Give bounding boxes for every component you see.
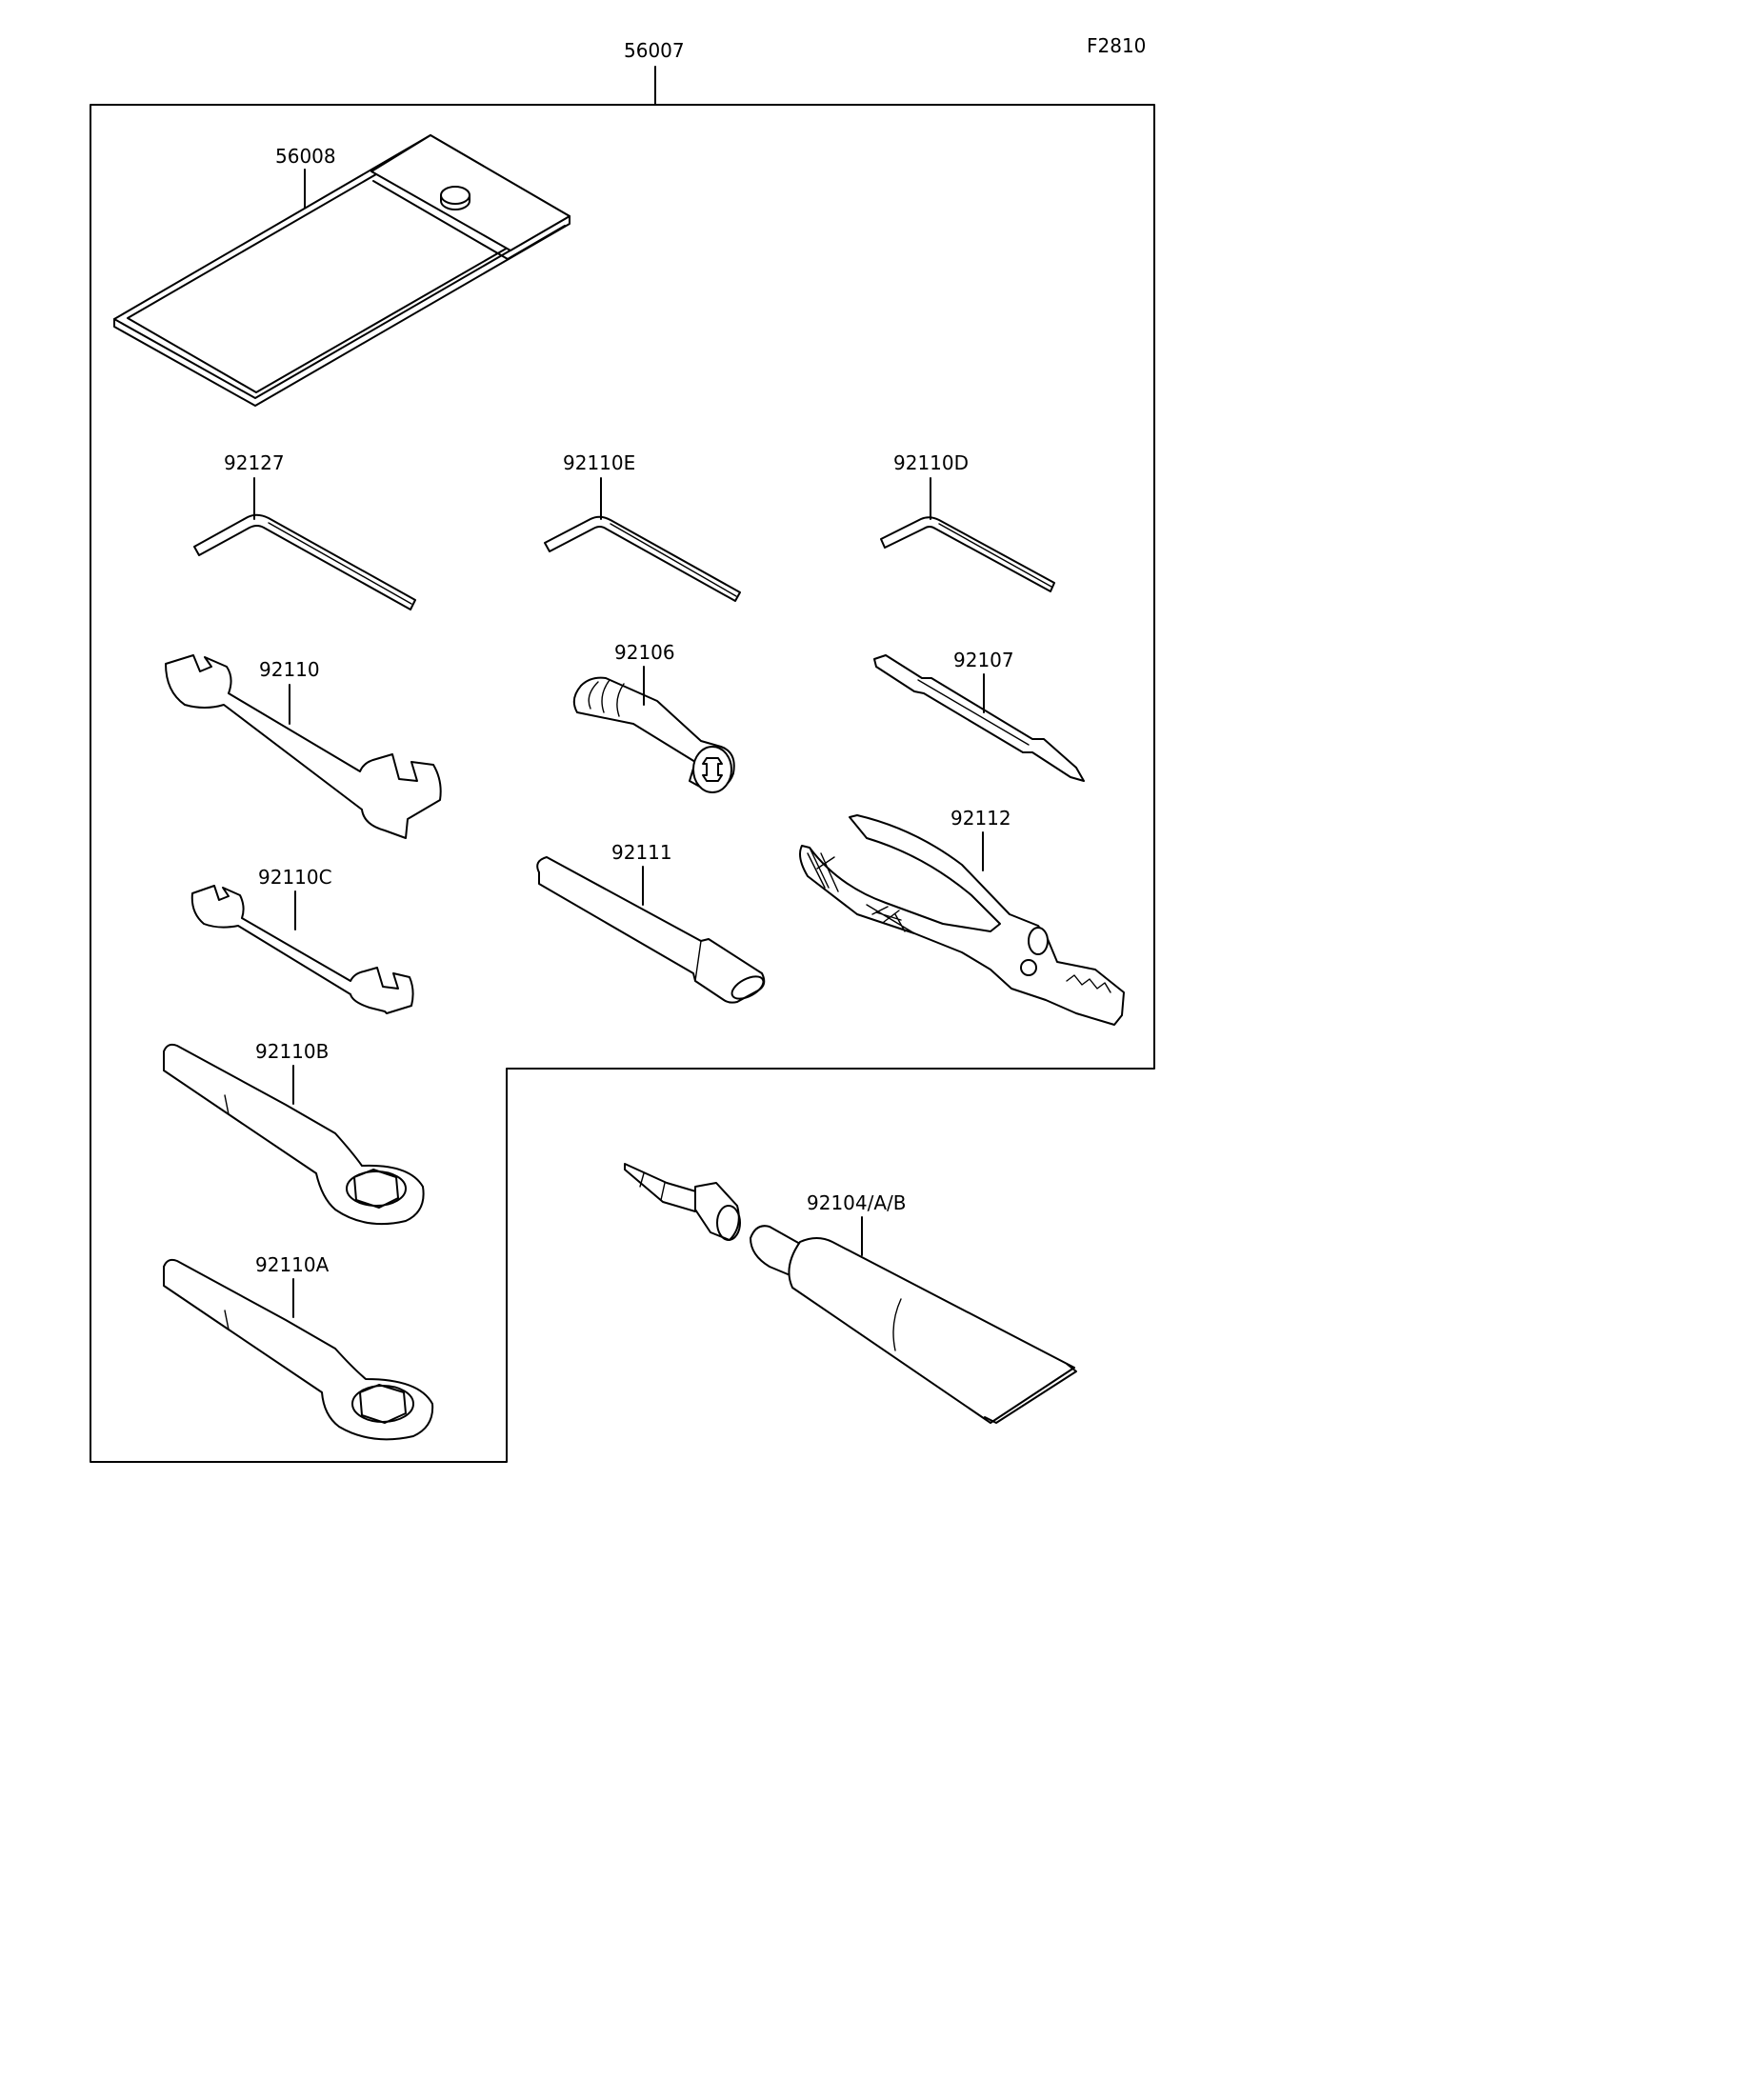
extension-bar-92111-drawing <box>536 856 766 1004</box>
socket-92106-drawing <box>572 676 735 793</box>
part-label-92112: 92112 <box>951 807 1011 830</box>
part-label-92104: 92104/A/B <box>807 1191 907 1214</box>
part-label-92110: 92110 <box>259 658 320 681</box>
box-wrench-92110b-drawing <box>163 1043 425 1226</box>
part-label-92107: 92107 <box>953 649 1014 671</box>
part-label-92110c: 92110C <box>258 866 332 889</box>
assembly-boundary <box>90 104 1155 1463</box>
wrench-92110c-drawing <box>190 885 414 1014</box>
wrench-92110-drawing <box>165 654 442 839</box>
assembly-label: 56007 <box>624 39 685 62</box>
part-label-92110d: 92110D <box>893 451 969 474</box>
box-wrench-92110a-drawing <box>163 1258 434 1441</box>
part-label-92106: 92106 <box>614 641 675 664</box>
hex-key-92110d-drawing <box>880 516 1055 592</box>
figure-code: F2810 <box>1087 34 1146 57</box>
parts-diagram: F2810 56007 56008 92127 92110E 92110D <box>90 34 1155 1463</box>
part-label-92110a: 92110A <box>255 1253 330 1276</box>
hex-key-92127-drawing <box>193 513 416 610</box>
part-label-92110b: 92110B <box>255 1040 329 1063</box>
screwdriver-92107-drawing <box>873 654 1085 782</box>
pliers-92112-drawing <box>799 814 1125 1026</box>
part-label-92127: 92127 <box>224 451 285 474</box>
hex-key-92110e-drawing <box>544 515 741 602</box>
tool-bag-drawing <box>113 134 570 407</box>
part-label-92111: 92111 <box>611 841 672 864</box>
part-label-56008: 56008 <box>275 145 336 168</box>
part-label-92110e: 92110E <box>563 451 635 474</box>
grease-tube-92104-drawing <box>624 1163 1077 1424</box>
